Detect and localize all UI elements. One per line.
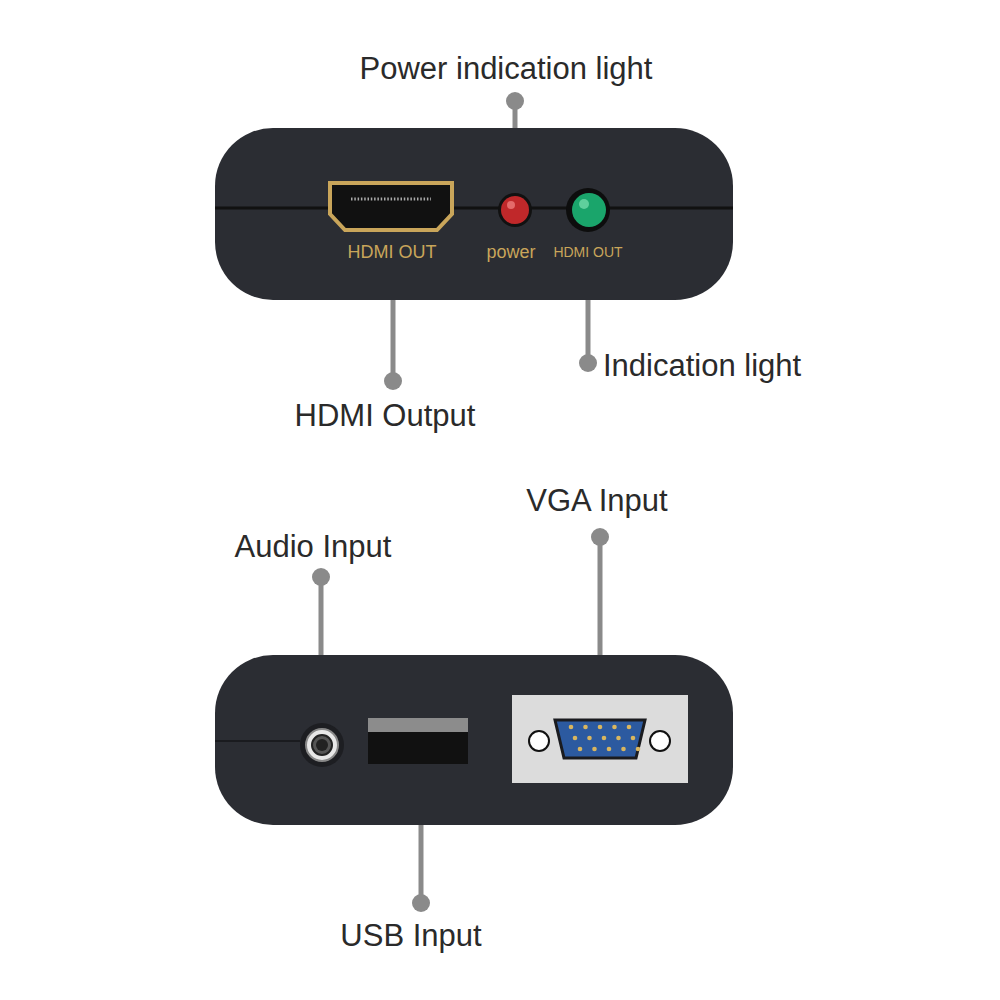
audio-jack xyxy=(300,723,344,767)
indication-light xyxy=(572,193,606,227)
usb-port xyxy=(368,718,468,764)
front-panel-illustration xyxy=(215,128,733,300)
callout-label: USB Input xyxy=(340,918,481,954)
back-panel xyxy=(215,655,733,825)
callout-label: VGA Input xyxy=(526,483,667,519)
leader-dot xyxy=(384,372,402,390)
port-label: HDMI OUT xyxy=(553,244,622,260)
callout-label: HDMI Output xyxy=(295,398,476,434)
callout-label: Audio Input xyxy=(235,529,392,565)
port-label: power xyxy=(486,242,535,263)
callout-label: Power indication light xyxy=(360,51,653,87)
leader-dot xyxy=(579,354,597,372)
callout-label: Indication light xyxy=(603,348,801,384)
leader-dot xyxy=(506,92,524,110)
vga-port xyxy=(512,695,688,783)
power-light xyxy=(501,196,529,224)
leader-dot xyxy=(312,568,330,586)
front-panel: HDMI OUT power HDMI OUT xyxy=(215,128,733,300)
leader-dot xyxy=(591,528,609,546)
leader-dot xyxy=(412,894,430,912)
port-label: HDMI OUT xyxy=(348,242,437,263)
hdmi-port xyxy=(330,183,452,230)
